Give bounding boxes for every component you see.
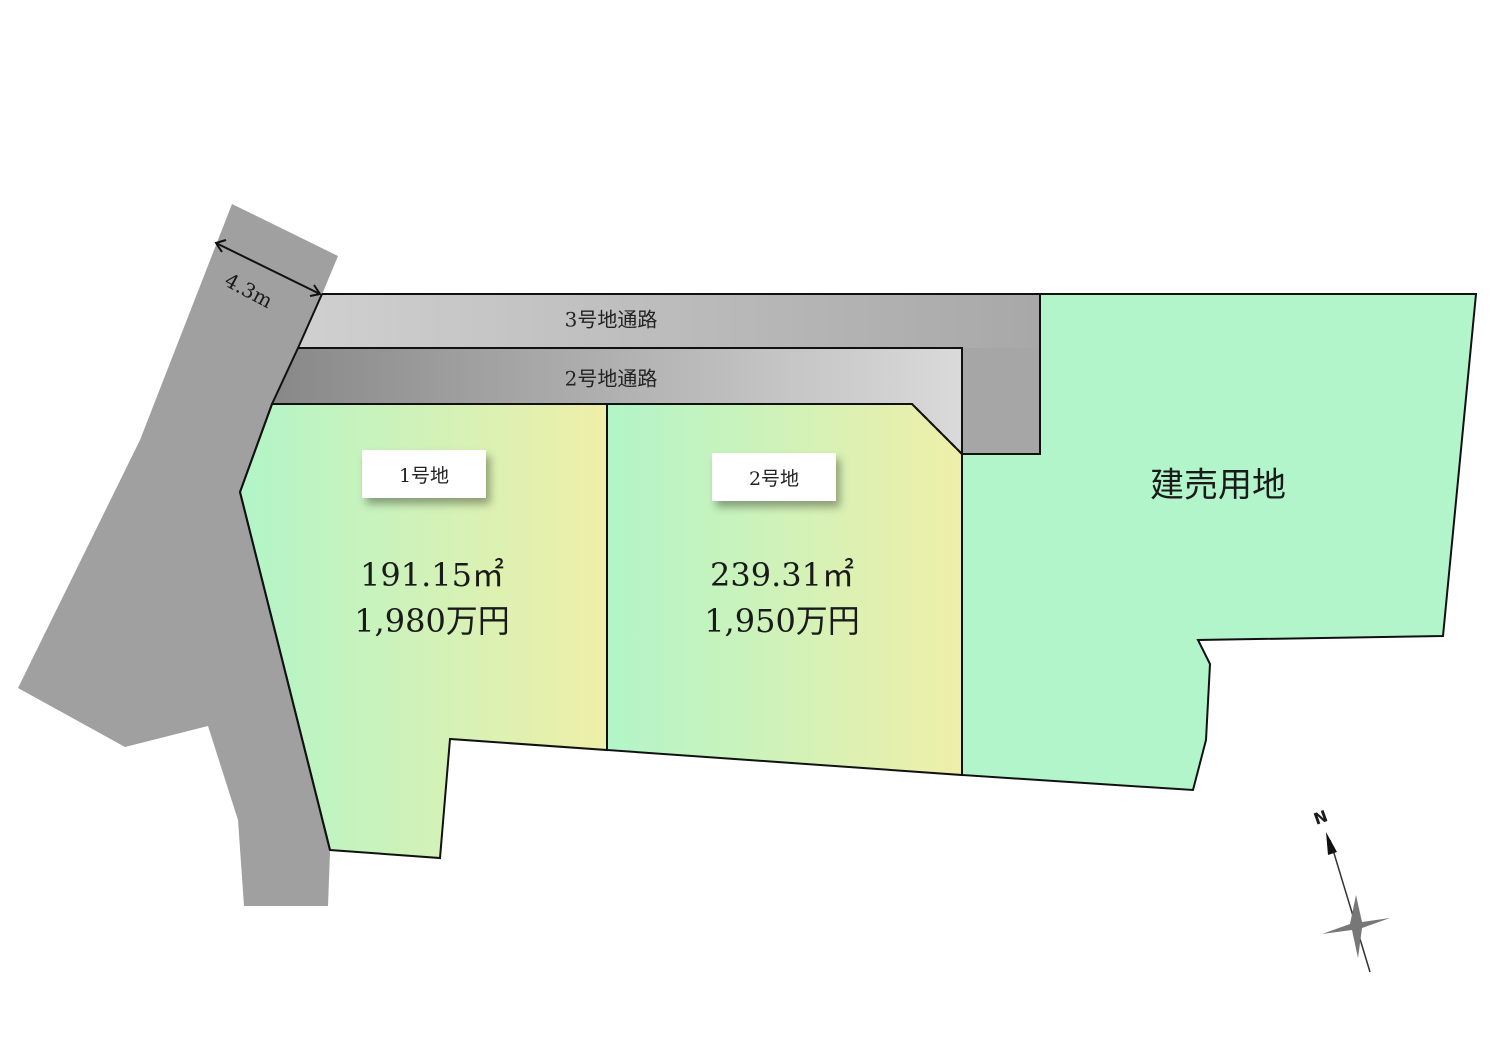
builder-lot-label: 建売用地 — [1150, 465, 1286, 506]
road-3-driveway — [298, 294, 1040, 454]
lot-2-price: 1,950万円 — [704, 602, 860, 640]
compass-rose-icon — [1322, 832, 1390, 973]
road-width-dimension — [214, 239, 322, 297]
lot-2-tag-text: 2号地 — [748, 467, 800, 490]
lot-1-info: 191.15㎡ 1,980万円 — [354, 552, 510, 644]
lot-1-area: 191.15㎡ — [360, 556, 504, 594]
road-3-label: 3号地通路 — [564, 307, 658, 332]
lot-2-area: 239.31㎡ — [710, 556, 854, 594]
road-2-label: 2号地通路 — [564, 366, 658, 391]
lot-1-tag-text: 1号地 — [398, 464, 450, 487]
road-2-driveway — [272, 348, 962, 454]
lot-2-tag[interactable]: 2号地 — [712, 453, 836, 501]
lot-1-tag[interactable]: 1号地 — [362, 450, 486, 498]
lot-2-info: 239.31㎡ 1,950万円 — [704, 552, 860, 644]
public-road — [18, 204, 338, 906]
lot-1-price: 1,980万円 — [354, 602, 510, 640]
